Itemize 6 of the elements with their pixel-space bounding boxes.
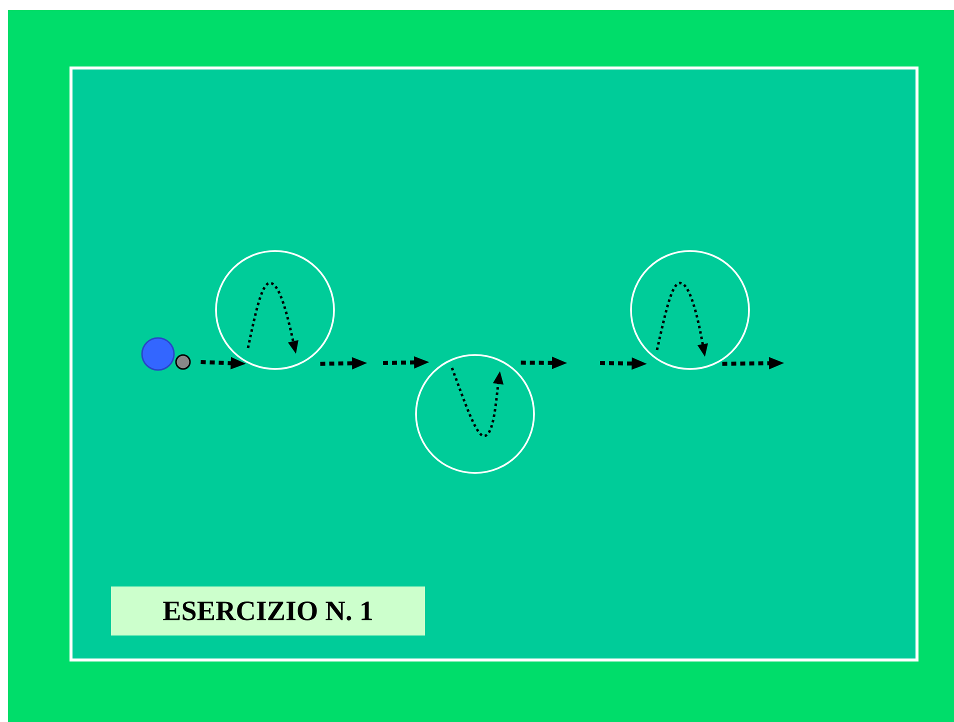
ball bbox=[175, 354, 191, 370]
player-marker bbox=[141, 337, 175, 371]
circle-zone bbox=[415, 354, 535, 474]
circle-zone bbox=[630, 250, 750, 370]
circle-zone bbox=[215, 250, 335, 370]
title-box: ESERCIZIO N. 1 bbox=[111, 586, 425, 636]
